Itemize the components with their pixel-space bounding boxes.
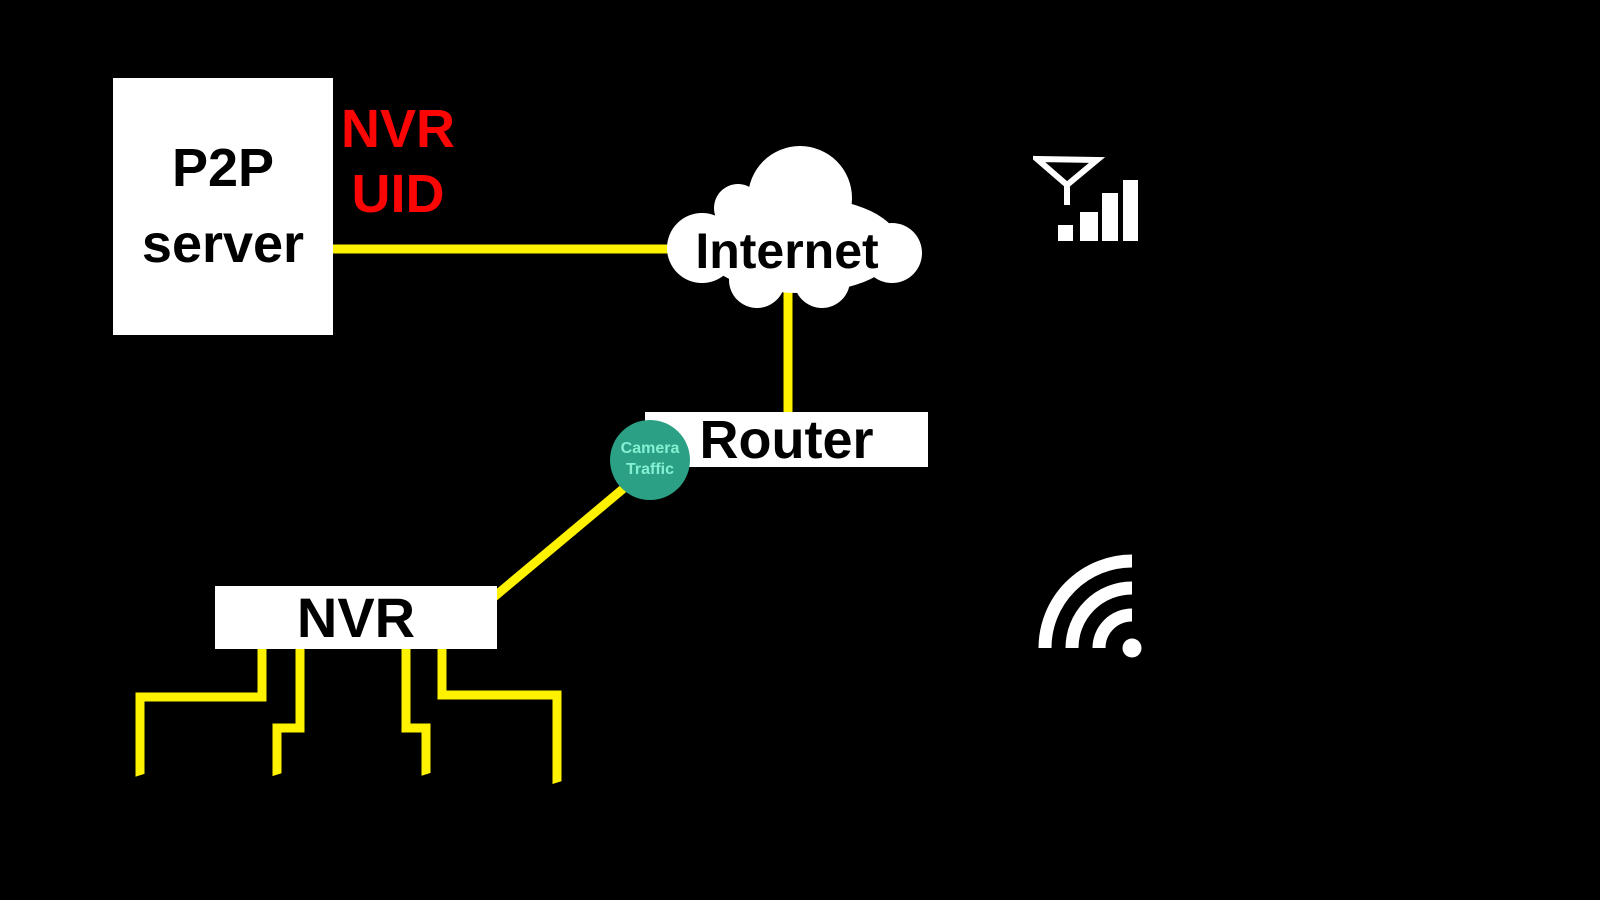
nvr-node: NVR	[215, 586, 497, 649]
camera-traffic-line1: Camera	[620, 440, 680, 458]
cellular-signal-icon	[1033, 155, 1138, 241]
nvr-uid-annotation: NVR UID	[330, 97, 466, 227]
cctv-camera-icon	[95, 762, 215, 862]
wire-nvr-camera1	[135, 647, 267, 790]
nvr-label: NVR	[296, 586, 416, 649]
cctv-camera-icon	[378, 762, 498, 862]
internet-label: Internet	[695, 223, 879, 279]
p2p-server-label-line2: server	[141, 213, 305, 274]
p2p-server-label-line1: P2P	[171, 138, 275, 199]
camera-traffic-line2: Traffic	[625, 461, 674, 478]
wire-nvr-camera2	[272, 647, 305, 790]
nvr-uid-line2: UID	[351, 163, 445, 224]
wifi-icon	[1038, 554, 1142, 658]
cctv-camera-icon	[535, 762, 655, 862]
internet-cloud-node: Internet	[667, 146, 922, 308]
nvr-uid-line1: NVR	[340, 99, 455, 159]
smartphone-icon	[1195, 88, 1292, 269]
cctv-camera-icon	[230, 762, 350, 862]
p2p-server-node: P2P server	[113, 78, 333, 335]
camera-traffic-badge: Camera Traffic	[610, 420, 690, 500]
router-node: Router	[645, 410, 928, 470]
smartphone-icon	[1193, 674, 1290, 855]
wire-nvr-camera4	[437, 647, 562, 792]
wire-nvr-camera3	[401, 647, 431, 790]
router-label: Router	[699, 409, 874, 470]
